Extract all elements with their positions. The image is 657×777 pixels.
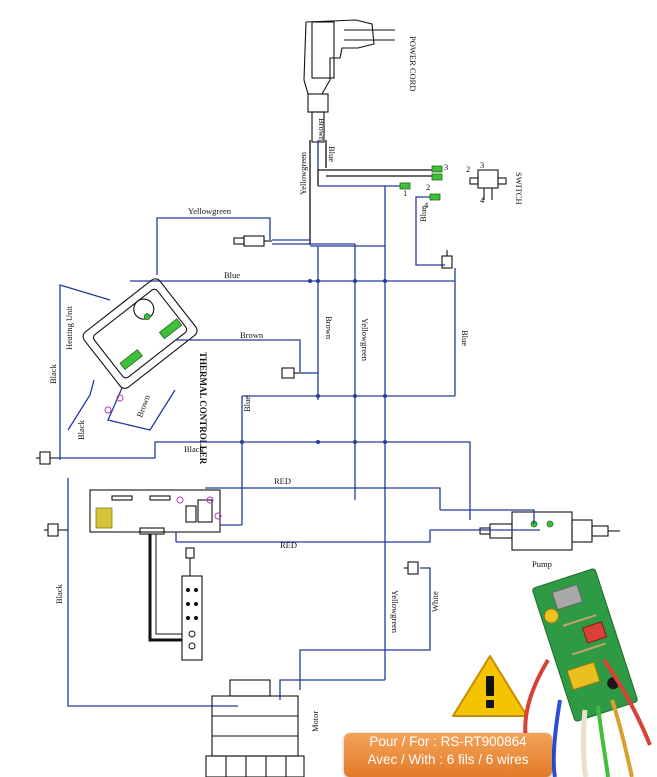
heating-unit-label: Heating Unit	[64, 305, 74, 350]
thermal-controller-label: THERMAL CONTROLLER	[198, 352, 208, 465]
wire-label-red-lower: RED	[280, 540, 297, 550]
wire-label-black-bottom: Black	[54, 583, 64, 604]
connector-num-4: 4	[424, 200, 429, 210]
pump	[479, 511, 620, 551]
black-terminal-connector-bottom	[44, 523, 68, 537]
wire-label-red-upper: RED	[274, 476, 291, 486]
ground-splice-connector	[233, 235, 272, 247]
heating-unit	[82, 278, 198, 389]
wire-label-black-mid: Black	[184, 444, 205, 454]
black-terminal-connector-left	[36, 451, 58, 465]
connector-num-1: 1	[403, 188, 407, 198]
blue-terminal-connector	[441, 250, 453, 269]
model-badge: Pour / For : RS-RT900864 Avec / With : 6…	[344, 733, 552, 777]
control-board	[67, 478, 238, 707]
wire-label-brown-heater-leg: Brown	[134, 393, 152, 419]
wire-label-black-left: Black	[48, 363, 58, 384]
wire-label-brown-vertical: Brown	[324, 316, 334, 340]
wire-label-yellowgreen-top: Yellowgreen	[188, 206, 232, 216]
pump-label: Pump	[532, 559, 552, 569]
warning-icon	[452, 655, 528, 717]
wire-label-yellowgreen-mid: Yellowgreen	[360, 318, 370, 362]
switch	[469, 169, 507, 200]
wire-label-yellowgreen-cord: Yellowgreen	[298, 151, 308, 195]
circuit-board-photo	[523, 568, 652, 777]
wire-label-white: White	[430, 591, 440, 612]
junction-markers	[240, 279, 387, 444]
wire-label-blue-cord: Blue	[327, 146, 337, 162]
wire-label-yellowgreen-bottom: Yellowgreen	[390, 590, 400, 634]
switch-terminal-2: 2	[466, 164, 470, 174]
wire-label-blue-top: Blue	[224, 270, 240, 280]
wire-label-black-heater: Black	[76, 419, 86, 440]
badge-line-1: Pour / For : RS-RT900864	[369, 734, 527, 749]
connector-num-3: 3	[444, 162, 448, 172]
motor	[205, 679, 305, 777]
switch-terminal-4: 4	[480, 195, 485, 205]
display-panel	[148, 534, 203, 661]
wire-label-blue-lower: Blue	[242, 396, 252, 412]
white-terminal-connector	[404, 561, 419, 575]
power-cord-label: POWER CORD	[408, 36, 418, 92]
wire-label-brown-cord: Brown	[317, 118, 327, 142]
motor-label: Motor	[310, 711, 320, 732]
wire-label-brown-heater: Brown	[240, 330, 264, 340]
wire-label-blue-switch: Blue	[418, 206, 428, 222]
power-cord-plug	[303, 19, 395, 160]
wire-label-blue-right: Blue	[460, 330, 470, 346]
switch-label: SWITCH	[514, 172, 524, 205]
brown-terminal-connector	[281, 367, 302, 379]
badge-line-2: Avec / With : 6 fils / 6 wires	[367, 752, 529, 767]
connector-num-2: 2	[426, 182, 430, 192]
switch-terminal-3: 3	[480, 160, 484, 170]
